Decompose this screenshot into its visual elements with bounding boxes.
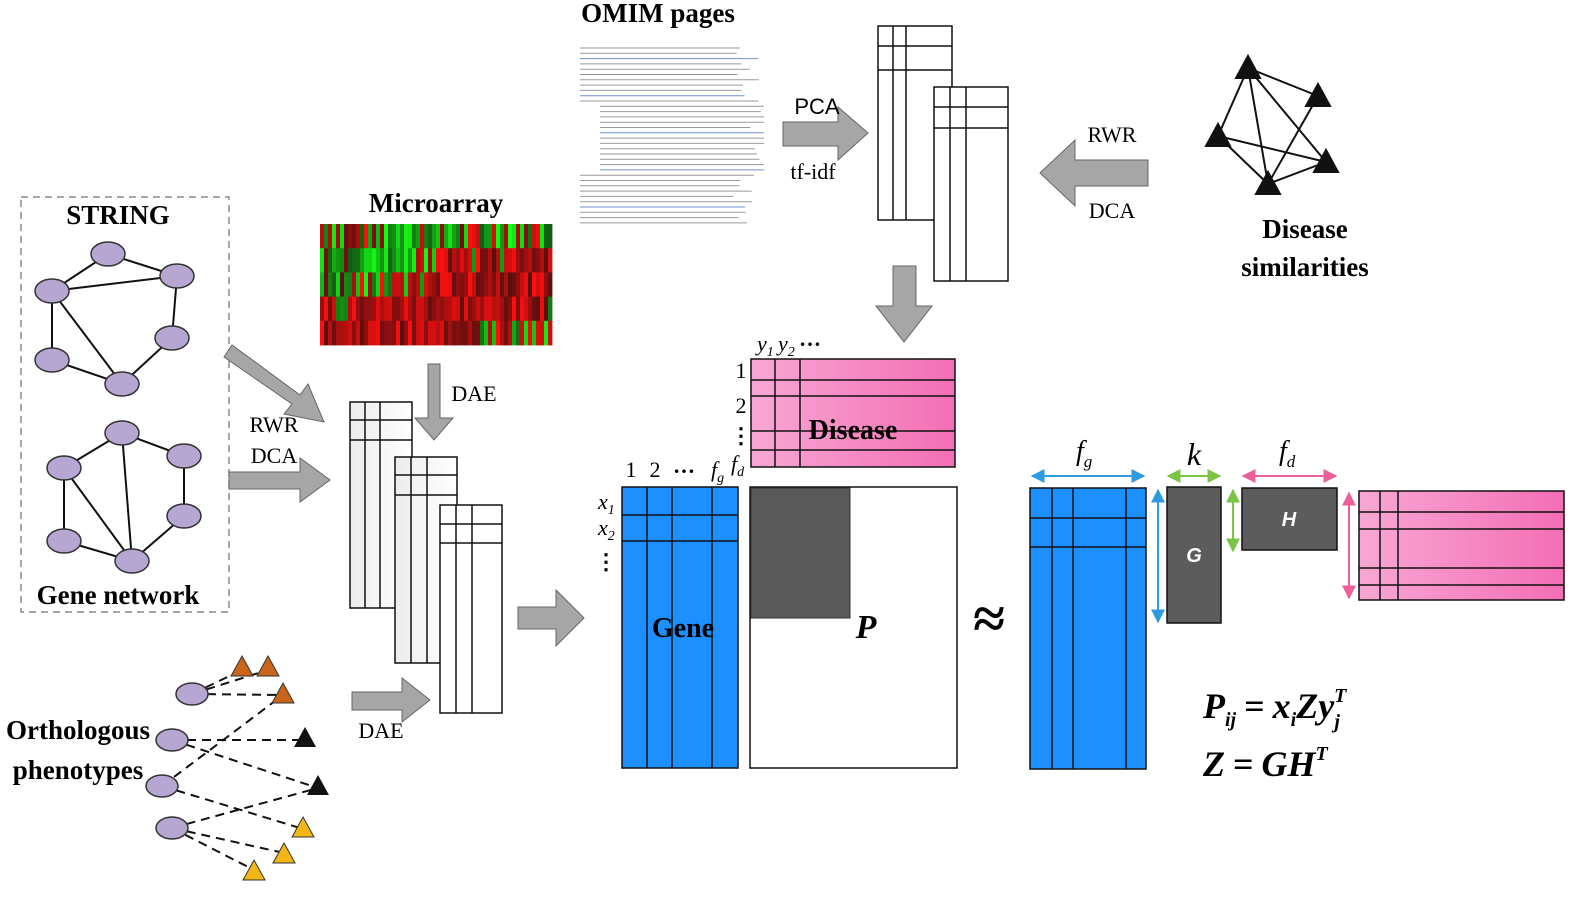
dae-top-arrow <box>413 363 455 441</box>
gene-col-dots: … <box>673 453 695 478</box>
gene-feature-matrix-3 <box>439 504 503 714</box>
dae-top-label: DAE <box>451 381 496 406</box>
orth-label-2: phenotypes <box>13 755 144 785</box>
disease-sim-label-1: Disease <box>1262 214 1347 244</box>
g-matrix <box>1166 486 1222 624</box>
approx-sign: ≈ <box>973 586 1005 651</box>
omim-feature-matrix-front <box>933 86 1009 282</box>
pca-tfidf-arrow <box>782 105 869 162</box>
gene-row-dots: ⋮ <box>595 549 617 574</box>
orth-label-1: Orthologous <box>6 715 150 745</box>
tfidf-label: tf-idf <box>790 159 836 184</box>
y2-label: y2 <box>776 331 795 360</box>
string-title: STRING <box>66 200 170 230</box>
disease-matrix <box>750 358 956 468</box>
gene-matrix <box>621 486 739 769</box>
microarray-title: Microarray <box>369 188 504 218</box>
microarray-heatmap-icon <box>320 224 553 346</box>
gene-network-icon <box>46 420 202 574</box>
fg-dimension-label: fg <box>1076 436 1092 471</box>
disease-row-1: 1 <box>736 358 747 383</box>
disease-sim-label-2: similarities <box>1241 252 1368 282</box>
disease-matrix-label: Disease <box>809 415 898 446</box>
y1-label: y1 <box>755 331 774 360</box>
gene-feature-factor <box>1029 487 1147 770</box>
fd-col-label: fd <box>731 451 745 480</box>
p-matrix <box>749 486 958 769</box>
rwr-dca-top-arrow <box>1039 138 1149 208</box>
string-box <box>20 196 230 613</box>
fg-col-label: fg <box>711 457 724 486</box>
rwr-dca-left-arrow <box>228 457 331 503</box>
equation-2: Z=GHT <box>1202 743 1329 784</box>
omim-document-icon <box>578 38 766 228</box>
dae-bottom-arrow <box>351 676 431 724</box>
gene-col-1: 1 <box>626 457 637 482</box>
disease-network-icon <box>1204 53 1340 195</box>
h-matrix <box>1241 487 1338 551</box>
y-dots: … <box>799 326 821 351</box>
disease-row-dots: ⋮ <box>730 423 752 448</box>
dae-bottom-label: DAE <box>358 718 403 743</box>
g-matrix-label: G <box>1186 545 1202 567</box>
omim-down-arrow <box>874 265 934 343</box>
gene-row-labels: x1 x2 <box>597 489 615 544</box>
disease-row-2: 2 <box>736 393 747 418</box>
string-diagonal-arrow <box>223 344 325 423</box>
dca-left-label: DCA <box>251 443 298 468</box>
fd-dimension-label: fd <box>1279 436 1296 471</box>
ortholog-network-icon <box>145 654 329 881</box>
string-network-icon <box>34 241 195 397</box>
p-matrix-label: P <box>855 609 877 646</box>
h-matrix-label: H <box>1282 509 1297 531</box>
gene-col-2: 2 <box>650 457 661 482</box>
dca-top-label: DCA <box>1089 198 1136 223</box>
gene-network-title: Gene network <box>37 580 200 610</box>
omim-title: OMIM pages <box>581 0 735 28</box>
gene-col-labels: 1 2 … fg <box>626 453 725 486</box>
disease-col-labels: y1 y2 … <box>755 326 821 360</box>
x2-label: x2 <box>597 515 615 544</box>
k-dimension-label: k <box>1187 436 1202 472</box>
disease-feature-factor <box>1358 490 1565 601</box>
rwr-top-label: RWR <box>1088 122 1137 147</box>
rwr-left-label: RWR <box>250 412 299 437</box>
gene-matrix-label: Gene <box>652 613 714 644</box>
x1-label: x1 <box>597 489 615 518</box>
pca-label: PCA <box>794 94 840 119</box>
to-gene-matrix-arrow <box>517 588 585 648</box>
